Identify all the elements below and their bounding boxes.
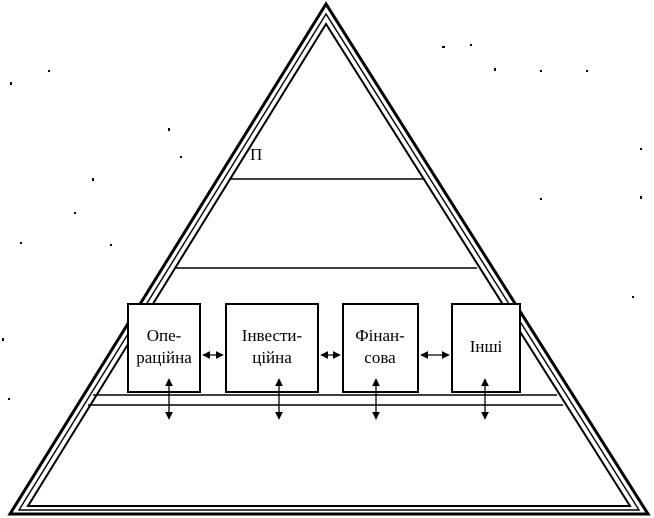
activity-box-investment-line2: ційна <box>252 348 292 367</box>
activity-box-operating: Опе- раційна <box>127 303 201 393</box>
activity-box-investment-line1: Інвести- <box>242 326 303 345</box>
activity-box-financial-line1: Фінан- <box>355 326 405 345</box>
pyramid-top-label: П <box>250 145 262 164</box>
activity-box-other: Інші <box>451 303 521 393</box>
activity-box-financial-line2: сова <box>364 348 396 367</box>
scan-noise <box>2 44 642 400</box>
activity-box-operating-line2: раційна <box>136 348 192 367</box>
activity-box-other-line1: Інші <box>470 337 503 356</box>
pyramid-outline <box>7 1 651 516</box>
activity-box-financial: Фінан- сова <box>342 303 419 393</box>
activity-box-investment: Інвести- ційна <box>225 303 319 393</box>
activity-box-operating-line1: Опе- <box>147 326 182 345</box>
